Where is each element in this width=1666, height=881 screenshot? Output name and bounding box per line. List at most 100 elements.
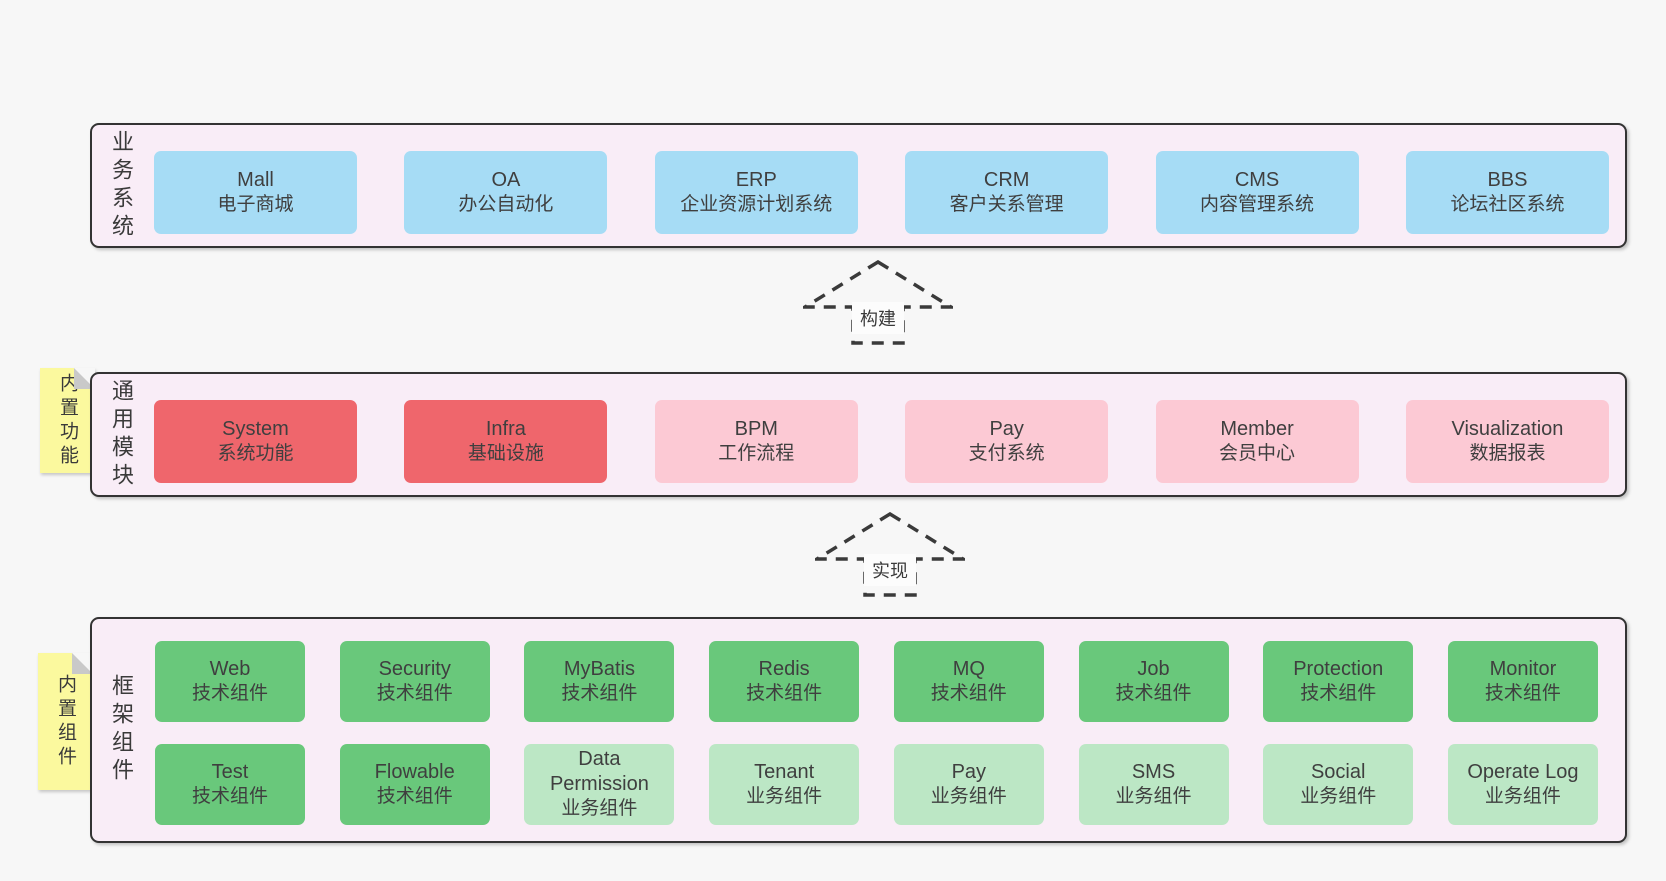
card-subtitle: 论坛社区系统 bbox=[1450, 193, 1565, 215]
component-card-protection: Protection 技术组件 bbox=[1263, 641, 1414, 722]
card-title: SMS bbox=[1131, 760, 1176, 783]
common-modules-panel: 通用模块 System 系统功能 Infra 基础设施 BPM 工作流程 Pay… bbox=[90, 372, 1627, 497]
component-card-operate-log: Operate Log 业务组件 bbox=[1447, 744, 1598, 825]
component-card-job: Job 技术组件 bbox=[1078, 641, 1229, 722]
component-card-mq: MQ 技术组件 bbox=[893, 641, 1044, 722]
business-card-erp: ERP 企业资源计划系统 bbox=[654, 151, 858, 234]
components-panel-label: 框架组件 bbox=[109, 674, 134, 786]
card-title: Infra bbox=[485, 417, 526, 440]
card-title: Visualization bbox=[1451, 417, 1564, 440]
card-subtitle: 技术组件 bbox=[1115, 682, 1192, 704]
card-title: MyBatis bbox=[563, 657, 635, 680]
module-card-member: Member 会员中心 bbox=[1155, 400, 1359, 483]
implement-arrow-label: 实现 bbox=[864, 554, 916, 586]
business-cards-row: Mall 电子商城 OA 办公自动化 ERP 企业资源计划系统 CRM 客户关系… bbox=[154, 151, 1609, 234]
card-subtitle: 办公自动化 bbox=[458, 193, 554, 215]
module-card-visualization: Visualization 数据报表 bbox=[1405, 400, 1609, 483]
card-title: System bbox=[222, 417, 289, 440]
component-card-security: Security 技术组件 bbox=[339, 641, 490, 722]
module-card-bpm: BPM 工作流程 bbox=[654, 400, 858, 483]
card-title: Tenant bbox=[754, 760, 815, 783]
implement-arrow: 实现 bbox=[815, 512, 965, 598]
card-title: Pay bbox=[951, 760, 987, 783]
card-subtitle: 业务组件 bbox=[1300, 785, 1377, 807]
business-card-bbs: BBS 论坛社区系统 bbox=[1405, 151, 1609, 234]
card-subtitle: 技术组件 bbox=[191, 785, 268, 807]
card-title: MQ bbox=[952, 657, 985, 680]
card-subtitle: 会员中心 bbox=[1219, 442, 1296, 464]
business-card-mall: Mall 电子商城 bbox=[154, 151, 357, 234]
note-text: 内置功能 bbox=[57, 372, 78, 469]
card-title: Member bbox=[1220, 417, 1294, 440]
card-title: CRM bbox=[983, 168, 1030, 191]
component-card-sms: SMS 业务组件 bbox=[1078, 744, 1229, 825]
component-card-mybatis: MyBatis 技术组件 bbox=[524, 641, 675, 722]
business-panel-label: 业务系统 bbox=[109, 129, 134, 242]
card-subtitle: 业务组件 bbox=[1115, 785, 1192, 807]
card-title: Operate Log bbox=[1467, 760, 1579, 783]
card-title: Web bbox=[209, 657, 251, 680]
build-arrow: 构建 bbox=[803, 260, 953, 346]
component-card-monitor: Monitor 技术组件 bbox=[1447, 641, 1598, 722]
business-card-crm: CRM 客户关系管理 bbox=[905, 151, 1109, 234]
component-cards-row-2: Test 技术组件 Flowable 技术组件 Data Permission … bbox=[155, 744, 1598, 825]
card-subtitle: 内容管理系统 bbox=[1200, 193, 1315, 215]
card-subtitle: 技术组件 bbox=[746, 682, 823, 704]
module-cards-row: System 系统功能 Infra 基础设施 BPM 工作流程 Pay 支付系统… bbox=[154, 400, 1609, 483]
card-subtitle: 技术组件 bbox=[1300, 682, 1377, 704]
card-title: BPM bbox=[734, 417, 778, 440]
card-title: Data Permission bbox=[549, 748, 649, 796]
component-card-web: Web 技术组件 bbox=[155, 641, 305, 722]
component-card-social: Social 业务组件 bbox=[1263, 744, 1414, 825]
card-subtitle: 系统功能 bbox=[217, 442, 294, 464]
card-title: CMS bbox=[1234, 168, 1280, 191]
card-title: Security bbox=[378, 657, 451, 680]
business-card-oa: OA 办公自动化 bbox=[404, 151, 608, 234]
component-card-flowable: Flowable 技术组件 bbox=[339, 744, 490, 825]
business-card-cms: CMS 内容管理系统 bbox=[1155, 151, 1359, 234]
card-title: Protection bbox=[1293, 657, 1384, 680]
built-in-components-note: 内置组件 bbox=[38, 653, 93, 790]
card-subtitle: 技术组件 bbox=[561, 682, 638, 704]
card-subtitle: 业务组件 bbox=[746, 785, 823, 807]
component-card-data-permission: Data Permission 业务组件 bbox=[524, 744, 675, 825]
card-subtitle: 业务组件 bbox=[561, 798, 638, 820]
module-card-system: System 系统功能 bbox=[154, 400, 357, 483]
card-subtitle: 数据报表 bbox=[1469, 442, 1546, 464]
note-fold-icon bbox=[74, 368, 95, 389]
component-cards-row-1: Web 技术组件 Security 技术组件 MyBatis 技术组件 Redi… bbox=[155, 641, 1598, 722]
card-title: ERP bbox=[735, 168, 777, 191]
card-title: Mall bbox=[237, 168, 274, 191]
card-subtitle: 工作流程 bbox=[718, 442, 795, 464]
component-card-tenant: Tenant 业务组件 bbox=[709, 744, 860, 825]
build-arrow-label: 构建 bbox=[852, 302, 904, 334]
card-title: BBS bbox=[1487, 168, 1528, 191]
card-subtitle: 支付系统 bbox=[968, 442, 1045, 464]
card-subtitle: 技术组件 bbox=[376, 785, 453, 807]
card-subtitle: 电子商城 bbox=[217, 193, 294, 215]
card-subtitle: 技术组件 bbox=[1484, 682, 1561, 704]
built-in-features-note: 内置功能 bbox=[40, 368, 95, 473]
card-subtitle: 业务组件 bbox=[1484, 785, 1561, 807]
framework-components-panel: 框架组件 Web 技术组件 Security 技术组件 MyBatis 技术组件… bbox=[90, 617, 1627, 843]
modules-panel-label: 通用模块 bbox=[109, 378, 134, 491]
card-subtitle: 业务组件 bbox=[930, 785, 1007, 807]
card-title: Job bbox=[1137, 657, 1170, 680]
card-title: Redis bbox=[758, 657, 810, 680]
component-card-test: Test 技术组件 bbox=[155, 744, 305, 825]
note-text: 内置组件 bbox=[55, 673, 76, 770]
card-subtitle: 企业资源计划系统 bbox=[680, 193, 833, 215]
card-subtitle: 技术组件 bbox=[376, 682, 453, 704]
business-systems-panel: 业务系统 Mall 电子商城 OA 办公自动化 ERP 企业资源计划系统 CRM… bbox=[90, 123, 1627, 248]
card-subtitle: 技术组件 bbox=[930, 682, 1007, 704]
module-card-infra: Infra 基础设施 bbox=[404, 400, 608, 483]
component-card-pay: Pay 业务组件 bbox=[893, 744, 1044, 825]
component-card-redis: Redis 技术组件 bbox=[709, 641, 860, 722]
card-title: Flowable bbox=[374, 760, 455, 783]
card-subtitle: 技术组件 bbox=[191, 682, 268, 704]
card-title: Pay bbox=[989, 417, 1024, 440]
card-title: Test bbox=[211, 760, 249, 783]
card-subtitle: 基础设施 bbox=[467, 442, 544, 464]
note-fold-icon bbox=[72, 653, 93, 674]
card-title: Social bbox=[1310, 760, 1366, 783]
